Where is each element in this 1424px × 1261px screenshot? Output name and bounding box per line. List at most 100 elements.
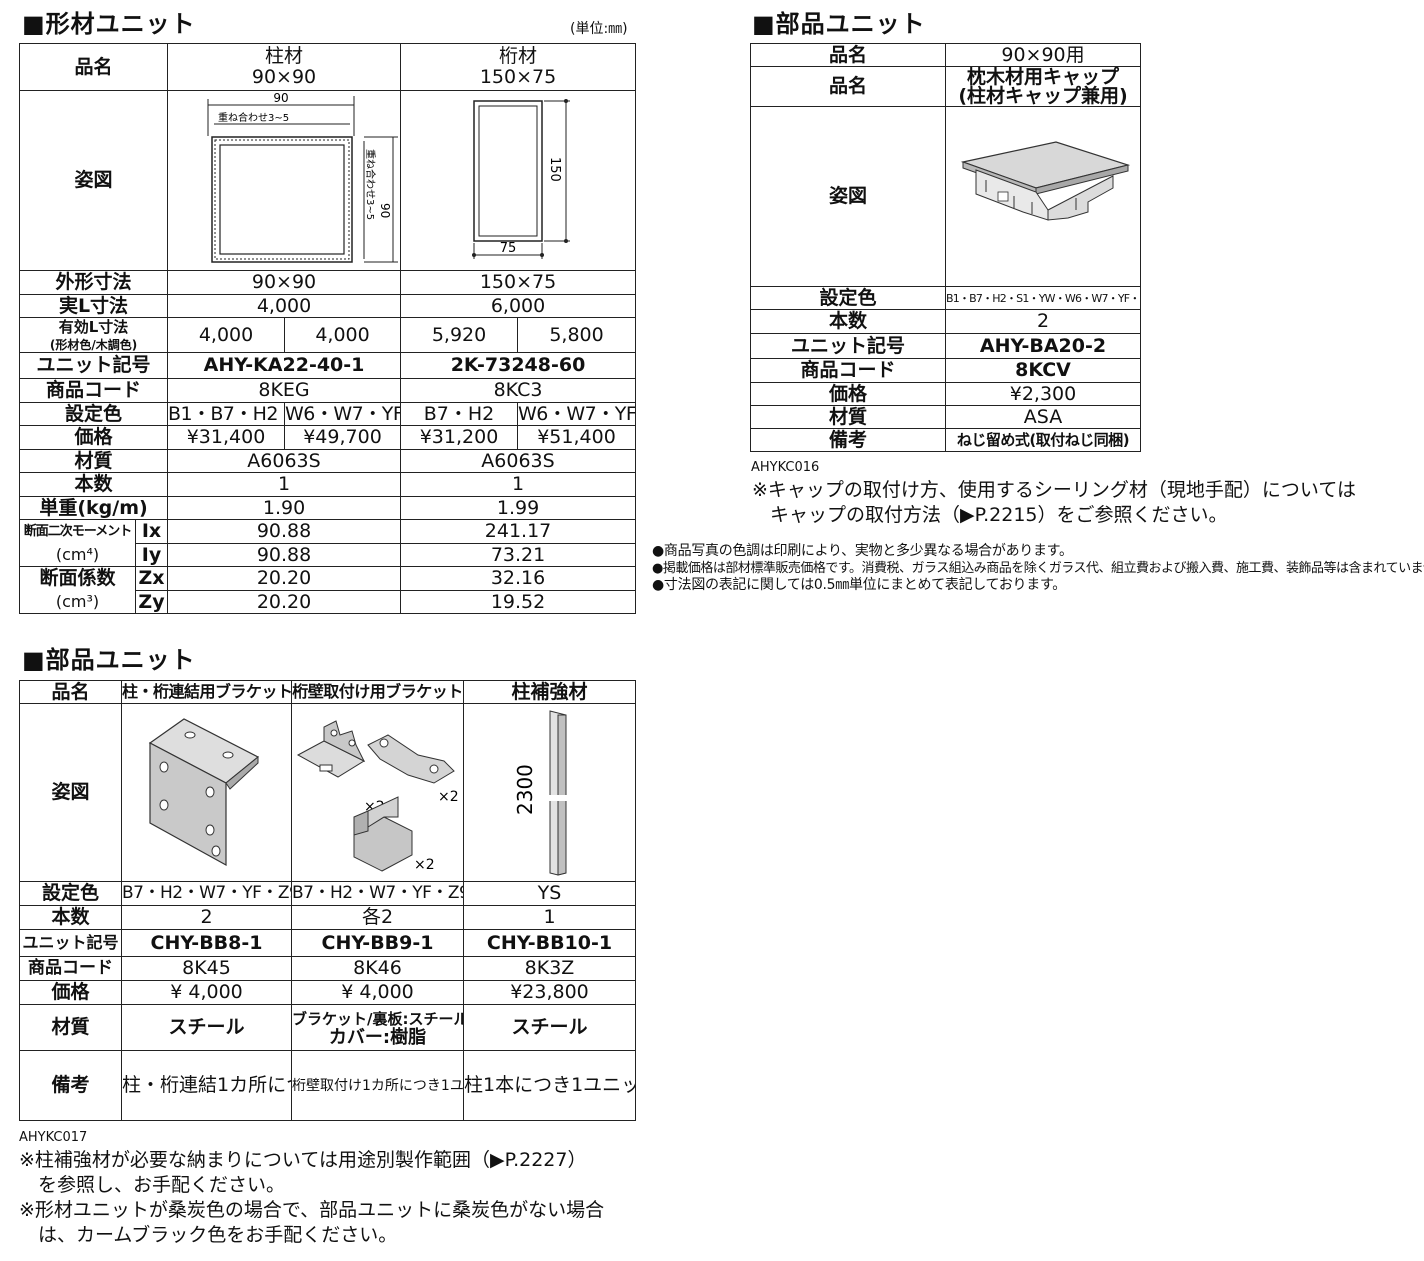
br-material-2: ブラケット/裏板:スチールカバー:樹脂 xyxy=(291,1004,464,1051)
price-beam-b: ¥51,400 xyxy=(517,425,637,451)
bracket-remark-2: を参照し、お手配ください。 xyxy=(38,1174,286,1196)
cap-note-label: 備考 xyxy=(750,428,946,452)
cap-name: 枕木材用キャップ(柱材キャップ兼用) xyxy=(945,66,1141,107)
weight-label: 単重(kg/m) xyxy=(18,496,169,521)
moment-unit: (cm⁴) xyxy=(19,543,136,568)
cap-code-label: 商品コード xyxy=(750,358,946,383)
section-title-profile-unit: ■形材ユニット xyxy=(22,10,196,38)
br-unit-no-label: ユニット記号 xyxy=(19,929,122,957)
material-label: 材質 xyxy=(18,449,169,474)
cap-ref-code: AHYKC016 xyxy=(751,460,820,475)
br-material-3: スチール xyxy=(463,1004,636,1051)
bracket-remark-3: ※形材ユニットが桑炭色の場合で、部品ユニットに桑炭色がない場合 xyxy=(19,1199,605,1221)
br-color-1: B7・H2・W7・YF・Z9 xyxy=(121,881,292,906)
beam-section-diagram: 150 75 xyxy=(472,99,571,259)
br-color-3: YS xyxy=(463,881,636,906)
color-beam-b: W6・W7・YF・Z9 xyxy=(517,402,637,427)
ix-post: 90.88 xyxy=(167,519,402,545)
zy-label: Zy xyxy=(134,590,169,615)
outer-size-label: 外形寸法 xyxy=(18,270,169,295)
head-label: 品名 xyxy=(18,43,169,91)
cap-remark-1: ※キャップの取付け方、使用するシーリング材（現地手配）については xyxy=(752,479,1356,501)
br-color-2: B7・H2・W7・YF・Z9 xyxy=(291,881,464,906)
cap-unit-table: 品名 90×90用 品名 枕木材用キャップ(柱材キャップ兼用) 姿図 設定色 B… xyxy=(750,43,1141,452)
br-name-1: 柱・桁連結用ブラケット xyxy=(121,680,292,704)
l-bracket-illustration xyxy=(148,717,259,866)
post-section-diagram: 90 重ね合わせ3~5 重ね合わせ3~5 90 xyxy=(207,91,399,263)
cap-name-label: 品名 xyxy=(750,43,946,67)
cap-unit-no-label: ユニット記号 xyxy=(750,333,946,359)
modulus-unit: (cm³) xyxy=(19,590,136,615)
br-price-1: ¥ 4,000 xyxy=(121,980,292,1005)
weight-post: 1.90 xyxy=(167,496,402,521)
outer-size-post: 90×90 xyxy=(167,270,402,295)
bracket-3-drawing: 2300 xyxy=(463,703,636,882)
length-label: 実L寸法 xyxy=(18,294,169,318)
iy-post: 90.88 xyxy=(167,543,402,568)
br-color-label: 設定色 xyxy=(19,881,122,906)
unit-no-post: AHY-KA22-40-1 xyxy=(167,352,402,380)
qty-label: 本数 xyxy=(18,472,169,498)
cap-color: B1・B7・H2・S1・YW・W6・W7・YF・Z9 xyxy=(945,286,1141,310)
br-code-1: 8K45 xyxy=(121,956,292,981)
br-qty-3: 1 xyxy=(463,905,636,930)
footnote-3: ●寸法図の表記に関しては0.5㎜単位にまとめて表記しております。 xyxy=(652,577,1066,593)
color-label: 設定色 xyxy=(18,402,169,427)
eff-beam-b: 5,800 xyxy=(517,316,637,354)
br-note-2: 桁壁取付け1カ所につき1ユニット必要です。(取付ボルト/ブラケットカバー/ねじ同… xyxy=(291,1050,464,1121)
footnote-1: ●商品写真の色調は印刷により、実物と多少異なる場合があります。 xyxy=(652,543,1073,559)
weight-beam: 1.99 xyxy=(400,496,637,521)
price-label: 価格 xyxy=(18,425,169,451)
br-note-3: 柱1本につき1ユニット必要です。※取付ねじは別途お手配ください。 xyxy=(463,1050,636,1121)
cap-illustration xyxy=(960,140,1131,221)
br-unit-no-1: CHY-BB8-1 xyxy=(121,929,292,957)
iy-label: Iy xyxy=(134,543,169,568)
ix-beam: 241.17 xyxy=(400,519,637,545)
bracket-unit-table: 品名 柱・桁連結用ブラケット 桁壁取付け用ブラケット 柱補強材 姿図 xyxy=(19,680,636,1121)
cap-color-label: 設定色 xyxy=(750,286,946,310)
price-post-a: ¥31,400 xyxy=(167,425,286,451)
unit-label: (単位:㎜) xyxy=(570,21,628,37)
post-overlap-side-label: 重ね合わせ3~5 xyxy=(364,149,377,220)
cap-material: ASA xyxy=(945,405,1141,429)
br-note-label: 備考 xyxy=(19,1050,122,1121)
moment-label: 断面二次モーメント xyxy=(19,519,136,544)
br-name-3: 柱補強材 xyxy=(463,680,636,704)
unit-no-label: ユニット記号 xyxy=(18,352,169,380)
br-unit-no-2: CHY-BB9-1 xyxy=(291,929,464,957)
cap-qty-label: 本数 xyxy=(750,309,946,334)
cap-drawing xyxy=(945,106,1141,287)
br-material-1: スチール xyxy=(121,1004,292,1051)
br-qty-1: 2 xyxy=(121,905,292,930)
br-qty-2: 各2 xyxy=(291,905,464,930)
color-beam-a: B7・H2 xyxy=(400,402,519,427)
post-width-label: 90 xyxy=(273,91,288,105)
br-code-3: 8K3Z xyxy=(463,956,636,981)
post-overlap-top-label: 重ね合わせ3~5 xyxy=(218,111,289,124)
cap-unit-no: AHY-BA20-2 xyxy=(945,333,1141,359)
ix-label: Ix xyxy=(134,519,169,545)
effective-length-label: 有効L寸法(形材色/木調色) xyxy=(18,316,169,354)
cap-name2-label: 品名 xyxy=(750,66,946,107)
cap-material-label: 材質 xyxy=(750,405,946,429)
material-beam: A6063S xyxy=(400,449,637,474)
x2-label-c: ×2 xyxy=(414,857,435,873)
br-price-3: ¥23,800 xyxy=(463,980,636,1005)
cap-qty: 2 xyxy=(945,309,1141,334)
zy-post: 20.20 xyxy=(167,590,402,615)
modulus-label: 断面係数 xyxy=(19,566,136,591)
section-title-parts-unit-bracket: ■部品ユニット xyxy=(22,646,196,674)
eff-post-b: 4,000 xyxy=(284,316,402,354)
fig-label: 姿図 xyxy=(18,90,169,271)
length-label: 2300 xyxy=(513,764,537,815)
price-post-b: ¥49,700 xyxy=(284,425,402,451)
bracket-2-drawing: ×2 ×2 ×2 xyxy=(291,703,464,882)
length-beam: 6,000 xyxy=(400,294,637,318)
zx-label: Zx xyxy=(134,566,169,592)
br-code-label: 商品コード xyxy=(19,956,122,981)
bracket-ref-code: AHYKC017 xyxy=(19,1130,88,1145)
wall-bracket-illustration: ×2 ×2 ×2 xyxy=(296,719,458,873)
